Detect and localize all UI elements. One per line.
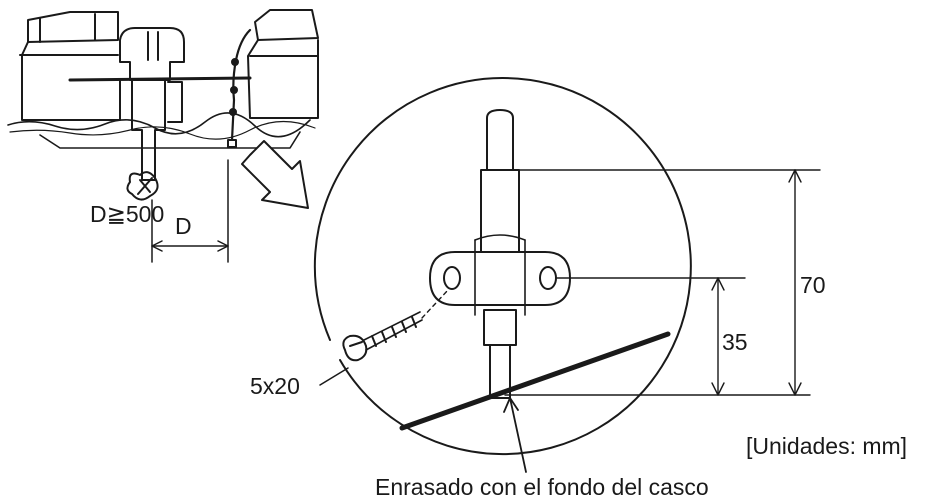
units-label: [Unidades: mm] bbox=[746, 433, 908, 459]
screw-size-label: 5x20 bbox=[250, 373, 300, 399]
flush-note-label: Enrasado con el fondo del casco bbox=[375, 474, 709, 500]
dimension-70-label: 70 bbox=[800, 272, 826, 298]
screw-icon bbox=[342, 289, 449, 362]
distance-rule-label: D≧500 bbox=[90, 201, 165, 227]
flush-arrow bbox=[503, 397, 527, 473]
distance-dimension bbox=[151, 159, 229, 263]
outboard-motor-icon bbox=[119, 27, 185, 201]
distance-symbol-label: D bbox=[175, 213, 192, 239]
dimension-35-label: 35 bbox=[722, 329, 748, 355]
height-dimensions bbox=[504, 169, 821, 396]
detail-view bbox=[313, 77, 692, 473]
arrow-icon bbox=[241, 140, 309, 209]
transducer-icon bbox=[429, 109, 571, 399]
transducer-cable bbox=[227, 28, 252, 148]
